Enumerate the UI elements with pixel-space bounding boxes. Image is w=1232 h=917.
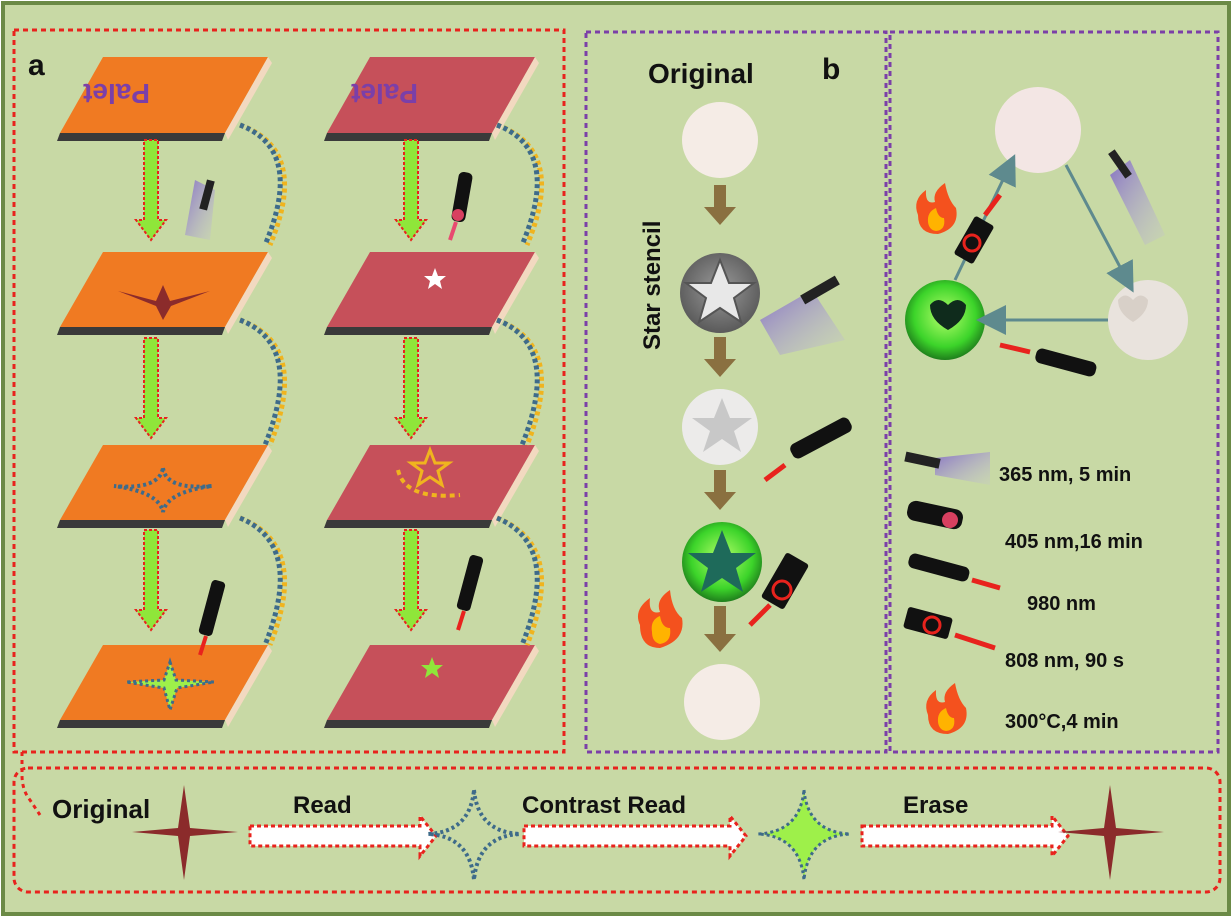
dark-star-icon bbox=[118, 285, 210, 320]
laser-980-icon bbox=[908, 553, 1001, 591]
legend: 365 nm, 5 min 405 nm,16 min 980 nm 808 n… bbox=[903, 451, 1143, 734]
green-star-icon bbox=[757, 789, 851, 881]
hollow-star-icon bbox=[406, 445, 454, 489]
panel-a-border bbox=[12, 28, 566, 754]
down-arrows bbox=[704, 185, 736, 652]
stencil-label: Star stencil bbox=[639, 221, 666, 350]
green-star-icon bbox=[125, 657, 215, 716]
red-plate-2 bbox=[324, 252, 539, 335]
laser-808-icon bbox=[903, 607, 996, 651]
flame-icon bbox=[637, 590, 683, 648]
legend-label-365: 365 nm, 5 min bbox=[999, 464, 1131, 486]
dark-star-icon bbox=[688, 530, 756, 592]
connector-dash bbox=[20, 752, 42, 816]
faint-heart-icon bbox=[1118, 295, 1148, 322]
arrow-read bbox=[248, 811, 438, 861]
laser-405-icon bbox=[448, 171, 473, 241]
laser-980-icon bbox=[456, 555, 484, 631]
legend-label-808: 808 nm, 90 s bbox=[1005, 650, 1124, 672]
dark-star-icon bbox=[132, 785, 238, 880]
uv-lamp-icon bbox=[1108, 149, 1165, 245]
dotted-star-icon bbox=[427, 789, 521, 881]
red-plate-3 bbox=[324, 445, 539, 528]
disc-erased bbox=[684, 664, 760, 740]
plate-text: Palet bbox=[83, 78, 150, 109]
dotted-crescent-icon bbox=[396, 469, 461, 498]
bottom-process-border bbox=[12, 766, 1222, 894]
legend-label-405: 405 nm,16 min bbox=[1005, 531, 1143, 553]
legend-label-980: 980 nm bbox=[1027, 593, 1096, 615]
faint-star-icon bbox=[692, 398, 752, 452]
bottom-erase-label: Erase bbox=[903, 792, 968, 819]
white-star-icon bbox=[424, 268, 446, 289]
arrow-contrast-read bbox=[522, 811, 748, 861]
orange-plate-4 bbox=[57, 645, 272, 728]
orange-plate-2 bbox=[57, 252, 272, 335]
laser-980-icon bbox=[198, 580, 226, 656]
dotted-star-icon bbox=[113, 467, 213, 513]
red-plate-1: Palet bbox=[324, 57, 539, 141]
red-plate-4 bbox=[324, 645, 539, 728]
bottom-contrast-read-label: Contrast Read bbox=[522, 792, 686, 819]
flame-icon bbox=[926, 683, 967, 734]
heart-icon bbox=[930, 300, 966, 330]
panel-a-letter: a bbox=[28, 49, 45, 82]
uv-lamp-icon bbox=[185, 179, 215, 240]
vertical-arrows bbox=[134, 139, 428, 632]
legend-label-heat: 300°C,4 min bbox=[1005, 711, 1119, 733]
flame-icon bbox=[916, 183, 957, 234]
dark-star-icon bbox=[1058, 785, 1164, 880]
original-label: Original bbox=[648, 58, 754, 89]
bottom-read-label: Read bbox=[293, 792, 352, 819]
laser-808-icon bbox=[748, 553, 809, 627]
panel-b-border bbox=[584, 30, 888, 754]
uv-lamp-icon bbox=[760, 275, 845, 355]
uv-365-lamp-icon bbox=[904, 451, 990, 485]
panel-b-letter: b bbox=[822, 53, 840, 86]
panel-cycle-border bbox=[888, 30, 1220, 754]
green-star-icon bbox=[421, 657, 443, 678]
orange-plate-3 bbox=[57, 445, 272, 528]
bottom-original-label: Original bbox=[52, 794, 150, 824]
disc-original bbox=[995, 87, 1081, 173]
disc-written bbox=[1108, 280, 1188, 360]
white-star-icon bbox=[683, 257, 757, 325]
disc-original bbox=[682, 102, 758, 178]
laser-405-icon bbox=[907, 500, 963, 530]
arrow-erase bbox=[860, 811, 1070, 861]
curved-arrows bbox=[239, 122, 544, 646]
laser-808-icon bbox=[954, 193, 1002, 264]
laser-980-icon bbox=[999, 342, 1097, 377]
orange-plate-1: Palet bbox=[57, 57, 272, 141]
plate-text: Palet bbox=[351, 78, 418, 109]
laser-980-icon bbox=[763, 417, 852, 482]
